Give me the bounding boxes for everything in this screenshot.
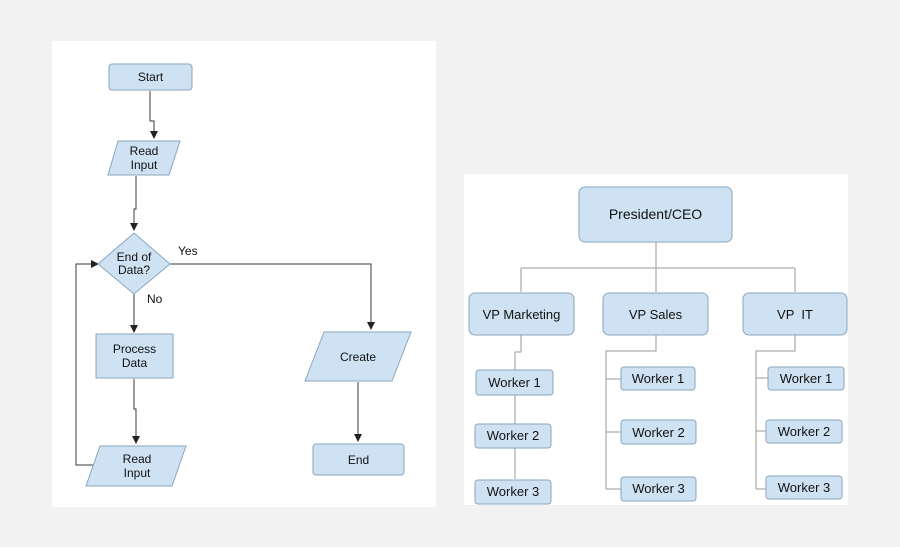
read-input-2-node: Read Input: [85, 445, 187, 487]
sales-worker-1: Worker 1: [620, 366, 696, 391]
it-worker-1: Worker 1: [767, 366, 845, 391]
vp-sales-label: VP Sales: [629, 307, 683, 322]
sales-worker-3: Worker 3: [620, 476, 697, 502]
marketing-worker-1: Worker 1: [475, 369, 554, 396]
sales-worker-2-label: Worker 2: [632, 425, 685, 440]
org-chart-canvas: President/CEO VP Marketing Worker 1 Work…: [468, 186, 848, 505]
ceo-label: President/CEO: [609, 206, 702, 222]
start-node: Start: [108, 63, 193, 91]
marketing-worker-1-label: Worker 1: [488, 375, 541, 390]
org-chart-panel: President/CEO VP Marketing Worker 1 Work…: [464, 174, 848, 505]
marketing-worker-3: Worker 3: [474, 479, 552, 505]
marketing-worker-2: Worker 2: [474, 423, 552, 449]
marketing-worker-2-label: Worker 2: [487, 428, 540, 443]
process-label-line1: Process: [113, 342, 156, 356]
read-input-2-label-line1: Read: [123, 452, 152, 466]
connector-decision-yes: [170, 263, 375, 330]
vp-marketing-box: VP Marketing: [468, 292, 575, 336]
read-input-2-label-line2: Input: [124, 466, 151, 480]
end-node: End: [312, 443, 405, 476]
no-label: No: [147, 292, 163, 306]
vp-marketing-label: VP Marketing: [483, 307, 561, 322]
read-input-node: Read Input: [107, 140, 181, 176]
process-label-line2: Data: [122, 356, 148, 370]
start-label: Start: [138, 70, 164, 84]
flowchart-panel: Start Read Input End of Data? Yes No Pro…: [52, 41, 436, 507]
read-input-label-line1: Read: [130, 144, 159, 158]
it-worker-1-label: Worker 1: [780, 371, 833, 386]
connector-process-to-read: [132, 379, 140, 444]
yes-label: Yes: [178, 244, 198, 258]
it-worker-3: Worker 3: [765, 475, 843, 500]
ceo-box: President/CEO: [578, 186, 733, 243]
create-node: Create: [304, 331, 412, 382]
end-label: End: [348, 453, 369, 467]
it-worker-2: Worker 2: [765, 419, 843, 444]
sales-worker-2: Worker 2: [620, 419, 697, 445]
decision-node: End of Data?: [97, 232, 171, 295]
vp-it-label: VP IT: [777, 307, 813, 322]
vp-sales-box: VP Sales: [602, 292, 709, 336]
flowchart-canvas: Start Read Input End of Data? Yes No Pro…: [75, 63, 412, 487]
decision-label-line1: End of: [117, 250, 152, 264]
sales-worker-1-label: Worker 1: [632, 371, 685, 386]
read-input-label-line2: Input: [131, 158, 158, 172]
vp-it-box: VP IT: [742, 292, 848, 336]
decision-label-line2: Data?: [118, 263, 150, 277]
connector-loop-back: [75, 260, 100, 466]
marketing-worker-3-label: Worker 3: [487, 484, 540, 499]
sales-worker-3-label: Worker 3: [632, 481, 685, 496]
it-worker-2-label: Worker 2: [778, 424, 831, 439]
connector-read-to-decision: [130, 176, 138, 231]
process-data-node: Process Data: [95, 333, 174, 379]
it-worker-3-label: Worker 3: [778, 480, 831, 495]
connector-start-to-read: [149, 91, 158, 139]
org-connectors: [514, 242, 796, 490]
create-label: Create: [340, 350, 376, 364]
